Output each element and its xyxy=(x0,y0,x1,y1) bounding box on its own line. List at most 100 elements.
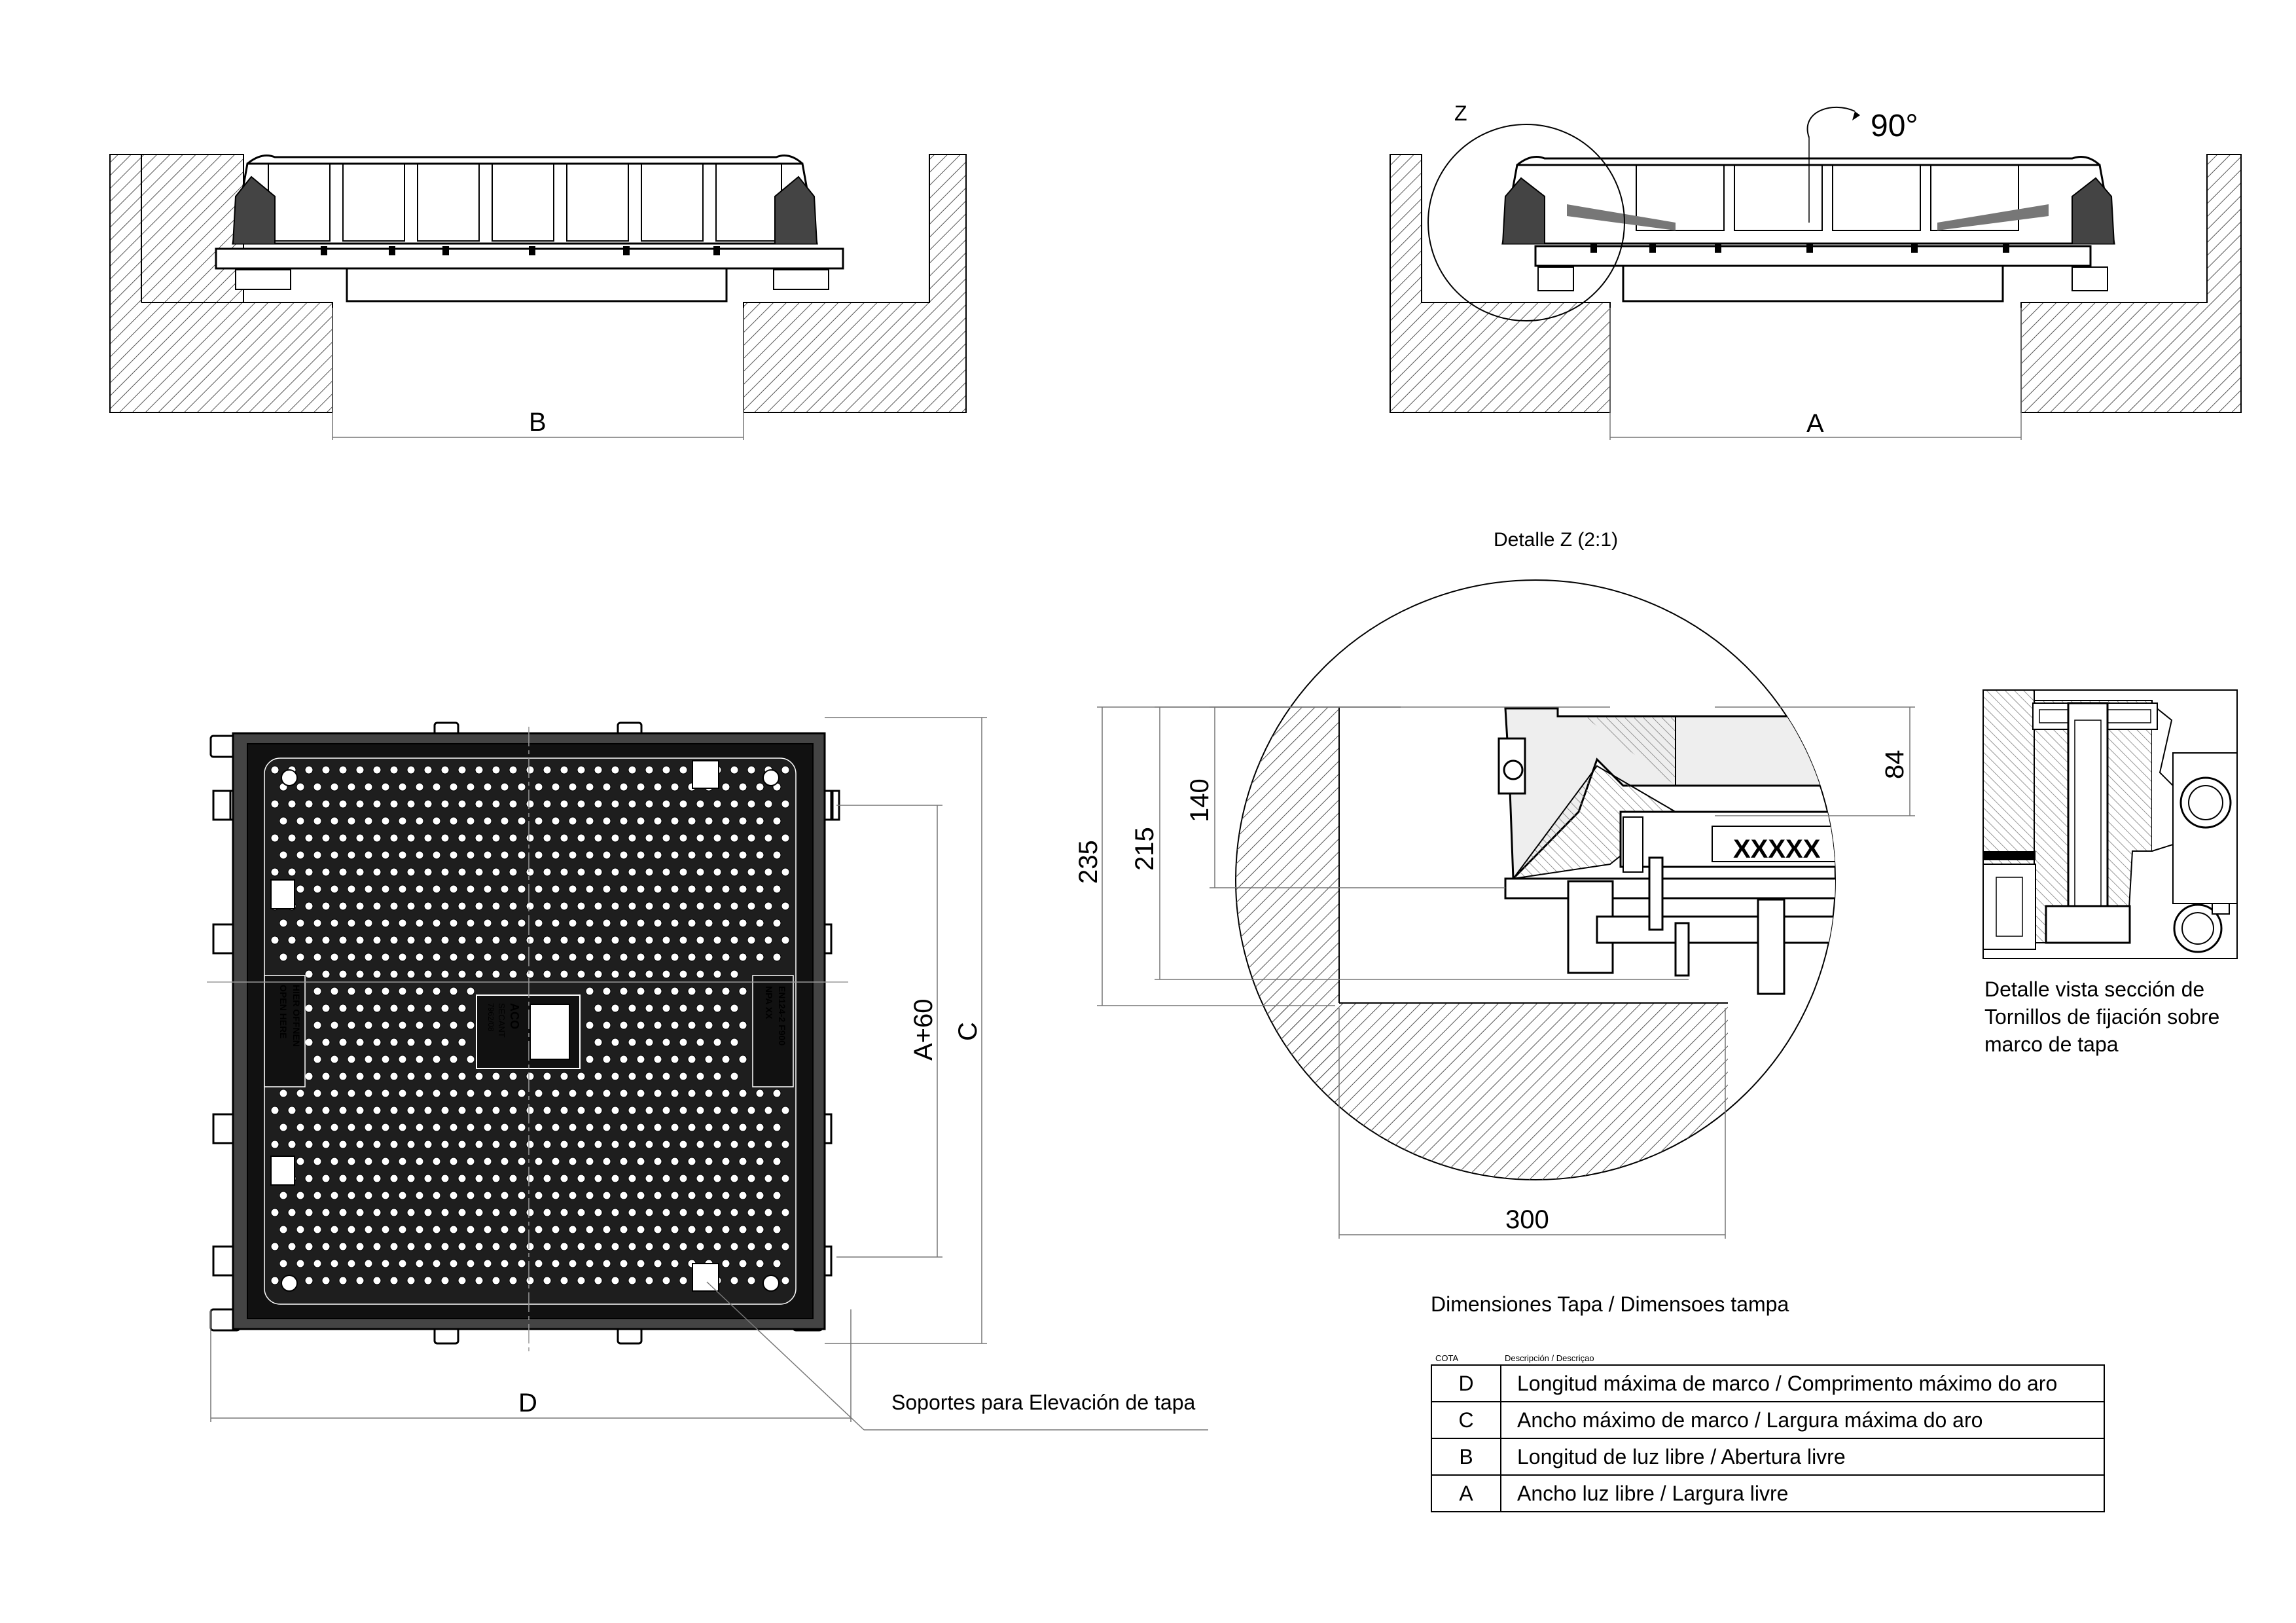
pattern-dot xyxy=(662,1242,671,1251)
pattern-dot xyxy=(585,816,594,826)
pattern-dot xyxy=(270,833,279,843)
pattern-dot xyxy=(364,953,373,962)
pattern-dot xyxy=(364,816,373,826)
pattern-dot xyxy=(670,1089,679,1098)
pattern-dot xyxy=(747,1276,756,1285)
pattern-dot xyxy=(594,1140,603,1149)
pattern-dot xyxy=(304,1072,314,1081)
pattern-dot xyxy=(551,1225,560,1234)
pattern-dot xyxy=(696,970,705,979)
pattern-dot xyxy=(781,1140,790,1149)
pattern-dot xyxy=(628,1174,637,1183)
pattern-dot xyxy=(492,970,501,979)
pattern-dot xyxy=(670,1191,679,1200)
pattern-dot xyxy=(415,1225,424,1234)
pattern-dot xyxy=(483,782,492,792)
pattern-dot xyxy=(560,1208,569,1217)
pattern-dot xyxy=(781,799,790,809)
pattern-dot xyxy=(483,1191,492,1200)
pattern-dot xyxy=(432,1123,441,1132)
pattern-dot xyxy=(713,1038,722,1047)
pattern-dot xyxy=(619,1089,628,1098)
pattern-dot xyxy=(338,765,348,775)
pattern-dot xyxy=(738,816,747,826)
pattern-dot xyxy=(423,1242,433,1251)
pattern-dot xyxy=(602,1123,611,1132)
pattern-dot xyxy=(534,782,543,792)
pattern-dot xyxy=(534,816,543,826)
pattern-dot xyxy=(738,884,747,894)
pattern-dot xyxy=(330,1089,339,1098)
pattern-dot xyxy=(696,902,705,911)
pattern-dot xyxy=(338,1242,348,1251)
pattern-dot xyxy=(551,884,560,894)
pattern-dot xyxy=(704,1225,713,1234)
pattern-dot xyxy=(738,1259,747,1268)
pattern-dot xyxy=(687,1123,696,1132)
pattern-dot xyxy=(372,902,382,911)
pattern-dot xyxy=(721,953,730,962)
row-description: Longitud de luz libre / Abertura livre xyxy=(1500,1438,2105,1476)
pattern-dot xyxy=(279,1089,288,1098)
pattern-dot xyxy=(381,884,390,894)
pattern-dot xyxy=(398,953,407,962)
pattern-dot xyxy=(466,987,475,996)
pattern-dot xyxy=(287,1140,296,1149)
pattern-dot xyxy=(645,936,654,945)
pattern-dot xyxy=(628,1004,637,1013)
pattern-dot xyxy=(619,782,628,792)
pattern-dot xyxy=(568,1191,577,1200)
pattern-dot xyxy=(457,1174,467,1183)
pattern-dot xyxy=(687,1157,696,1166)
pattern-dot xyxy=(713,1174,722,1183)
pattern-dot xyxy=(636,987,645,996)
pattern-dot xyxy=(534,1225,543,1234)
table-row: B Longitud de luz libre / Abertura livre xyxy=(1431,1438,2105,1476)
pattern-dot xyxy=(662,833,671,843)
pattern-dot xyxy=(492,867,501,877)
pattern-dot xyxy=(338,936,348,945)
pattern-dot xyxy=(721,884,730,894)
pattern-dot xyxy=(270,1140,279,1149)
pattern-dot xyxy=(738,1089,747,1098)
pattern-dot xyxy=(764,1106,773,1115)
pattern-dot xyxy=(628,765,637,775)
pattern-dot xyxy=(304,970,314,979)
pattern-dot xyxy=(398,1021,407,1030)
pattern-dot xyxy=(287,1242,296,1251)
pattern-dot xyxy=(355,1174,365,1183)
pattern-dot xyxy=(313,1123,322,1132)
pattern-dot xyxy=(364,987,373,996)
pattern-dot xyxy=(483,1259,492,1268)
pattern-dot xyxy=(628,936,637,945)
pattern-dot xyxy=(423,936,433,945)
pattern-dot xyxy=(406,1208,416,1217)
pattern-dot xyxy=(568,850,577,860)
pattern-dot xyxy=(594,833,603,843)
pattern-dot xyxy=(372,1276,382,1285)
row-code: A xyxy=(1431,1474,1501,1512)
pattern-dot xyxy=(321,1072,331,1081)
pattern-dot xyxy=(355,936,365,945)
pattern-dot xyxy=(687,850,696,860)
pattern-dot xyxy=(772,884,781,894)
pattern-dot xyxy=(296,919,305,928)
pattern-dot xyxy=(713,1106,722,1115)
pattern-dot xyxy=(347,953,356,962)
pattern-dot xyxy=(406,1276,416,1285)
pattern-dot xyxy=(781,833,790,843)
pattern-dot xyxy=(781,1208,790,1217)
pattern-dot xyxy=(483,919,492,928)
pattern-dot xyxy=(679,1242,688,1251)
pattern-dot xyxy=(304,799,314,809)
pattern-dot xyxy=(355,902,365,911)
dimension-table-header: COTA Descripción / Descriçao xyxy=(1431,1350,2104,1365)
pattern-dot xyxy=(415,1055,424,1064)
pattern-dot xyxy=(764,833,773,843)
pattern-dot xyxy=(772,1089,781,1098)
pattern-dot xyxy=(457,902,467,911)
pattern-dot xyxy=(645,1072,654,1081)
pattern-dot xyxy=(670,782,679,792)
pattern-dot xyxy=(355,1208,365,1217)
pattern-dot xyxy=(755,782,764,792)
